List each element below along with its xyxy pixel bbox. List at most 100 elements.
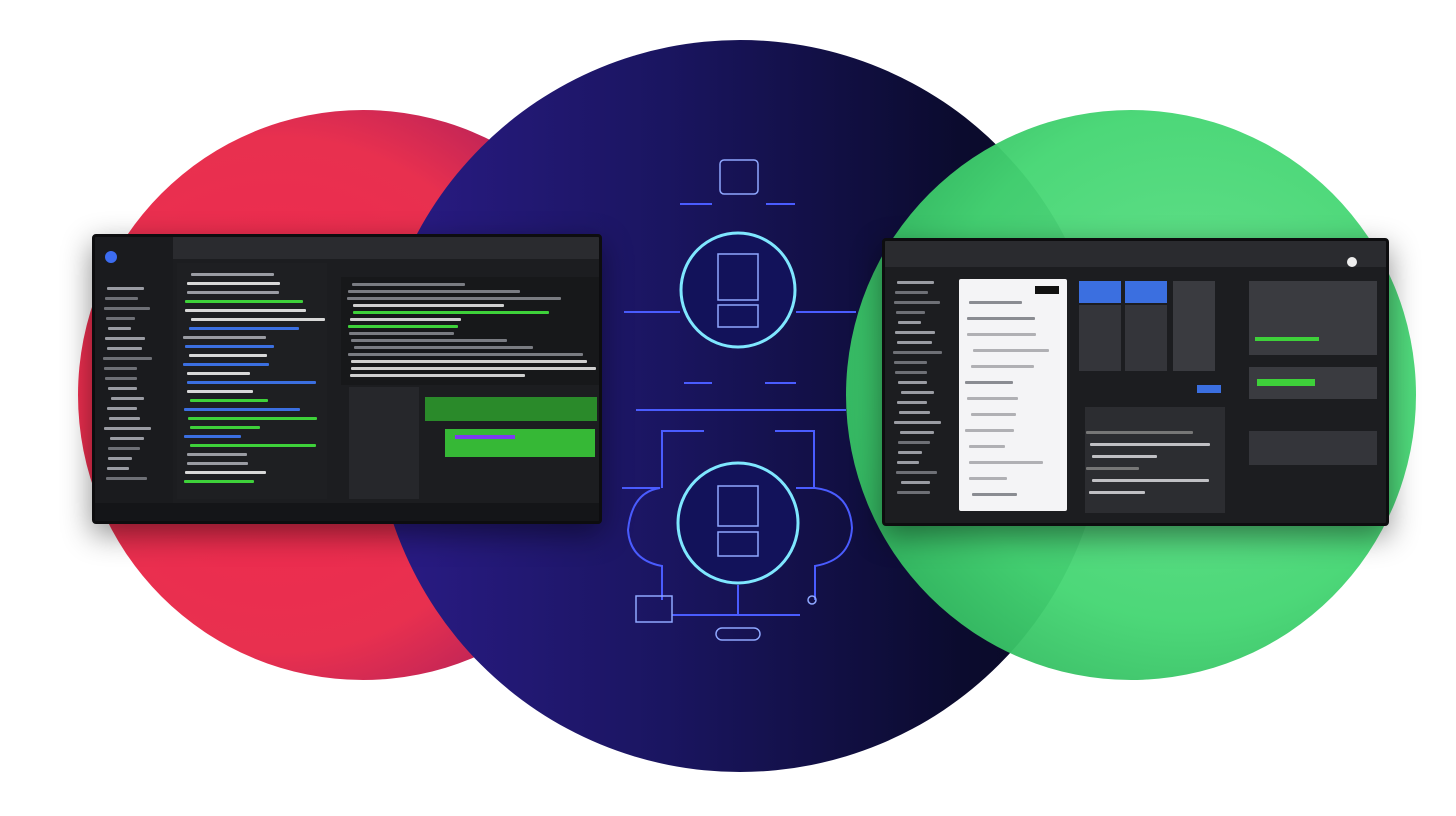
placeholder-text-line	[900, 431, 935, 434]
placeholder-text-line	[103, 427, 152, 430]
placeholder-text-line	[966, 397, 1018, 400]
stats-panel	[1249, 281, 1377, 355]
placeholder-text-line	[106, 287, 144, 290]
document-form-icon	[717, 253, 759, 301]
action-button[interactable]	[1035, 286, 1059, 294]
placeholder-text-line	[965, 381, 1013, 384]
placeholder-text-line	[184, 408, 300, 411]
placeholder-text-line	[189, 426, 260, 429]
placeholder-text-line	[354, 346, 534, 349]
purple-marker	[455, 435, 515, 439]
placeholder-text-line	[1090, 443, 1211, 446]
blue-card[interactable]	[1125, 281, 1167, 303]
placeholder-text-line	[896, 311, 925, 314]
placeholder-text-line	[190, 273, 274, 276]
placeholder-text-line	[108, 327, 131, 330]
placeholder-text-line	[970, 365, 1034, 368]
placeholder-text-line	[1091, 455, 1157, 458]
placeholder-text-line	[966, 317, 1035, 320]
info-panel	[1249, 431, 1377, 465]
placeholder-text-line	[183, 435, 242, 438]
placeholder-text-line	[349, 332, 454, 335]
placeholder-text-line	[108, 457, 133, 460]
blue-button[interactable]	[1197, 385, 1221, 393]
placeholder-text-line	[897, 441, 930, 444]
placeholder-text-line	[968, 445, 1005, 448]
placeholder-text-line	[967, 333, 1036, 336]
placeholder-text-line	[352, 304, 504, 307]
placeholder-text-line	[968, 301, 1022, 304]
placeholder-text-line	[186, 291, 280, 294]
placeholder-text-line	[1091, 479, 1210, 482]
placeholder-text-line	[190, 399, 269, 402]
placeholder-text-line	[968, 461, 1043, 464]
placeholder-text-line	[897, 401, 928, 404]
placeholder-text-line	[896, 461, 920, 464]
placeholder-text-line	[1086, 431, 1194, 434]
progress-bar	[1255, 337, 1319, 341]
placeholder-text-line	[103, 367, 138, 370]
user-avatar-icon[interactable]	[1347, 257, 1357, 267]
placeholder-text-line	[900, 481, 931, 484]
placeholder-text-line	[351, 283, 465, 286]
placeholder-text-line	[185, 309, 306, 312]
placeholder-text-line	[347, 353, 583, 356]
server-stack-icon	[719, 159, 759, 195]
placeholder-text-line	[350, 374, 525, 377]
placeholder-text-line	[347, 297, 561, 300]
placeholder-text-line	[107, 407, 138, 410]
card	[1079, 305, 1121, 371]
placeholder-text-line	[107, 447, 140, 450]
placeholder-text-line	[894, 331, 936, 334]
placeholder-text-line	[106, 317, 135, 320]
placeholder-text-line	[896, 491, 931, 494]
placeholder-text-line	[893, 301, 940, 304]
placeholder-text-line	[350, 367, 596, 370]
placeholder-text-line	[968, 477, 1007, 480]
placeholder-text-line	[186, 282, 280, 285]
placeholder-text-line	[972, 349, 1050, 352]
document-node-ring	[679, 231, 797, 349]
placeholder-text-line	[898, 381, 927, 384]
placeholder-text-line	[104, 337, 146, 340]
placeholder-text-line	[184, 300, 304, 303]
player-panel	[1085, 407, 1225, 513]
placeholder-text-line	[896, 471, 937, 474]
placeholder-text-line	[349, 318, 462, 321]
placeholder-text-line	[110, 397, 145, 400]
green-clip	[445, 429, 595, 457]
status-bar	[95, 503, 599, 521]
placeholder-text-line	[106, 477, 147, 480]
placeholder-text-line	[188, 417, 318, 420]
placeholder-text-line	[188, 354, 268, 357]
browser-window-icon	[717, 485, 759, 527]
placeholder-text-line	[186, 372, 251, 375]
blue-card[interactable]	[1079, 281, 1121, 303]
code-editor-window	[92, 234, 602, 524]
placeholder-text-line	[186, 453, 248, 456]
top-bar	[885, 241, 1386, 267]
card	[1125, 305, 1167, 371]
placeholder-text-line	[1085, 467, 1140, 470]
placeholder-text-line	[899, 411, 930, 414]
placeholder-text-line	[190, 318, 325, 321]
placeholder-text-line	[110, 437, 145, 440]
placeholder-text-line	[347, 290, 520, 293]
placeholder-text-line	[107, 347, 143, 350]
placeholder-text-line	[900, 391, 935, 394]
placeholder-text-line	[108, 387, 137, 390]
placeholder-text-line	[972, 493, 1017, 496]
placeholder-text-line	[1088, 491, 1145, 494]
card-icon	[635, 595, 673, 623]
placeholder-text-line	[109, 417, 140, 420]
placeholder-text-line	[894, 291, 929, 294]
placeholder-text-line	[188, 327, 299, 330]
placeholder-text-line	[898, 451, 923, 454]
placeholder-text-line	[104, 377, 138, 380]
browser-node-ring	[676, 461, 800, 585]
placeholder-text-line	[893, 421, 942, 424]
placeholder-text-line	[104, 297, 139, 300]
placeholder-text-line	[184, 345, 274, 348]
placeholder-text-line	[106, 467, 130, 470]
